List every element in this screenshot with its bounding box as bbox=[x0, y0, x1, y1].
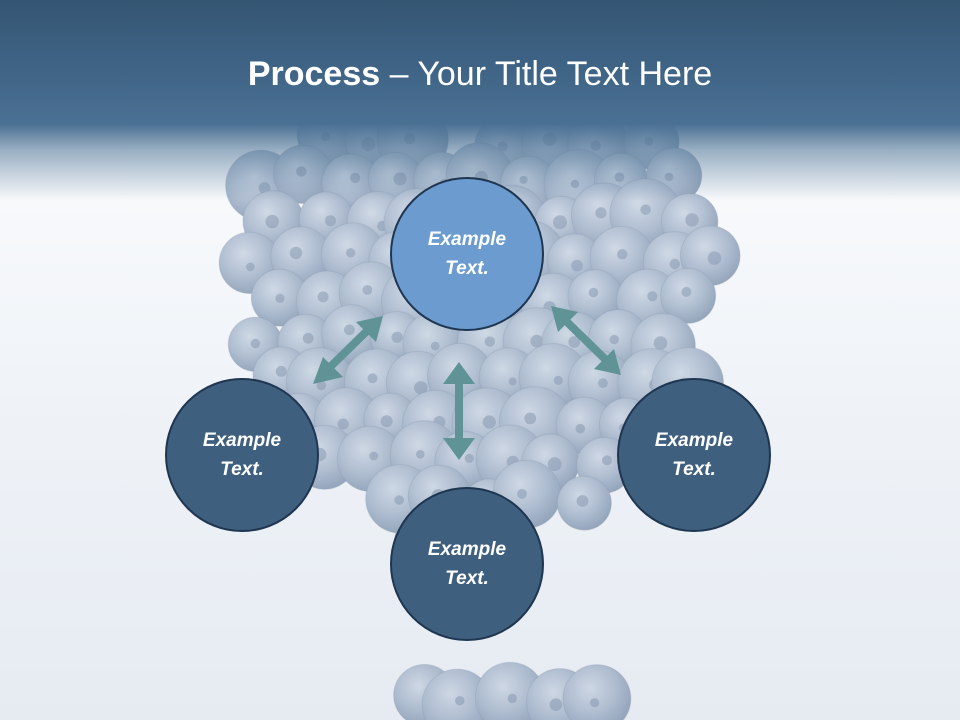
blueberry-crown bbox=[553, 215, 567, 230]
step-label-left: Example Text. bbox=[202, 430, 282, 480]
blueberry bbox=[562, 664, 632, 720]
blueberry-crown bbox=[265, 214, 279, 229]
blueberry-crown bbox=[669, 258, 680, 270]
blueberry-crown bbox=[685, 213, 699, 227]
blueberry-crown bbox=[324, 215, 336, 227]
title-separator: – bbox=[380, 55, 418, 93]
blueberry-crown bbox=[617, 249, 628, 260]
step-label-bottom: Example Text. bbox=[427, 539, 507, 589]
double-arrow-right-icon bbox=[551, 306, 621, 375]
blueberry-crown bbox=[302, 332, 314, 344]
blueberry-crown bbox=[275, 293, 285, 303]
blueberry-crown bbox=[391, 331, 403, 343]
blueberry-crown bbox=[316, 380, 327, 391]
blueberry-crown bbox=[346, 248, 356, 258]
blueberry-crown bbox=[707, 251, 722, 265]
blueberry-crown bbox=[568, 336, 581, 348]
blueberry-crown bbox=[517, 489, 527, 499]
blueberry-crown bbox=[549, 698, 563, 711]
blueberry-crown bbox=[575, 423, 586, 434]
blueberry-crown bbox=[647, 291, 658, 302]
blueberry-crown bbox=[482, 415, 496, 429]
process-step-bottom[interactable]: Example Text. bbox=[390, 487, 544, 641]
blueberry-crown bbox=[524, 412, 537, 425]
title-bold: Process bbox=[247, 55, 381, 93]
process-step-top[interactable]: Example Text. bbox=[390, 177, 544, 331]
blueberry-crown bbox=[553, 375, 563, 385]
blueberry-crown bbox=[416, 449, 425, 459]
blueberry-crown bbox=[508, 377, 517, 386]
blueberry-crown bbox=[464, 453, 474, 463]
blueberry-crown bbox=[275, 365, 287, 377]
blueberry-crown bbox=[571, 259, 583, 272]
blueberry-crown bbox=[289, 246, 303, 260]
blueberry-crown bbox=[246, 262, 255, 272]
blueberry-crown bbox=[588, 287, 599, 298]
blueberry-crown bbox=[484, 336, 495, 347]
blueberry-crown bbox=[369, 451, 379, 461]
blueberry-crown bbox=[530, 334, 544, 348]
slide-title[interactable]: Process – Your Title Text Here bbox=[0, 52, 960, 96]
blueberry-crown bbox=[602, 455, 612, 466]
blueberry-crown bbox=[430, 341, 440, 351]
blueberry-crown bbox=[681, 286, 692, 297]
step-label-top: Example Text. bbox=[427, 229, 507, 279]
blueberry-crown bbox=[609, 334, 619, 345]
process-step-right[interactable]: Example Text. bbox=[617, 378, 771, 532]
blueberry-crown bbox=[507, 693, 517, 704]
double-arrow-vertical-icon bbox=[443, 362, 475, 460]
blueberry-crown bbox=[394, 495, 405, 505]
blueberry-crown bbox=[598, 378, 608, 388]
step-label-right: Example Text. bbox=[654, 430, 734, 480]
blueberry-crown bbox=[337, 418, 349, 430]
blueberry-crown bbox=[455, 696, 465, 706]
blueberry-crown bbox=[414, 381, 428, 395]
blueberry-crown bbox=[317, 291, 329, 303]
blueberry-crown bbox=[576, 495, 589, 507]
blueberry-crown bbox=[595, 207, 607, 219]
double-arrow-left-icon bbox=[313, 316, 383, 384]
blueberry-crown bbox=[547, 457, 562, 472]
blueberry-crown bbox=[653, 336, 668, 350]
blueberry-crown bbox=[590, 698, 600, 708]
process-step-left[interactable]: Example Text. bbox=[165, 378, 319, 532]
blueberry-crown bbox=[362, 285, 373, 295]
title-rest: Your Title Text Here bbox=[417, 55, 713, 93]
blueberry-crown bbox=[640, 204, 651, 215]
blueberry-crown bbox=[250, 338, 261, 349]
blueberry-crown bbox=[344, 324, 355, 336]
title-bar bbox=[0, 0, 960, 200]
blueberry-crown bbox=[380, 415, 393, 428]
blueberry-crown bbox=[367, 373, 378, 384]
